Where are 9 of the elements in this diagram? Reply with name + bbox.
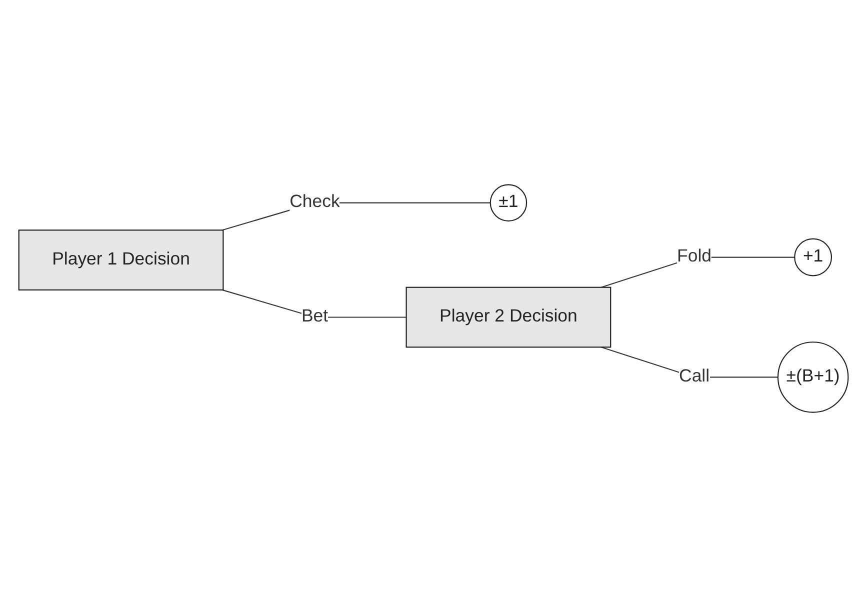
node-box: Player 1 Decision [18, 230, 224, 290]
edge-label: Fold [677, 247, 712, 266]
node-circle: +1 [794, 238, 832, 276]
node-box: Player 2 Decision [406, 286, 612, 348]
node-circle: ±(B+1) [777, 342, 849, 413]
node-circle: ±1 [490, 184, 528, 222]
edge-label: Call [679, 367, 710, 386]
edge-label: Bet [301, 307, 328, 326]
edge-label: Check [290, 192, 340, 212]
